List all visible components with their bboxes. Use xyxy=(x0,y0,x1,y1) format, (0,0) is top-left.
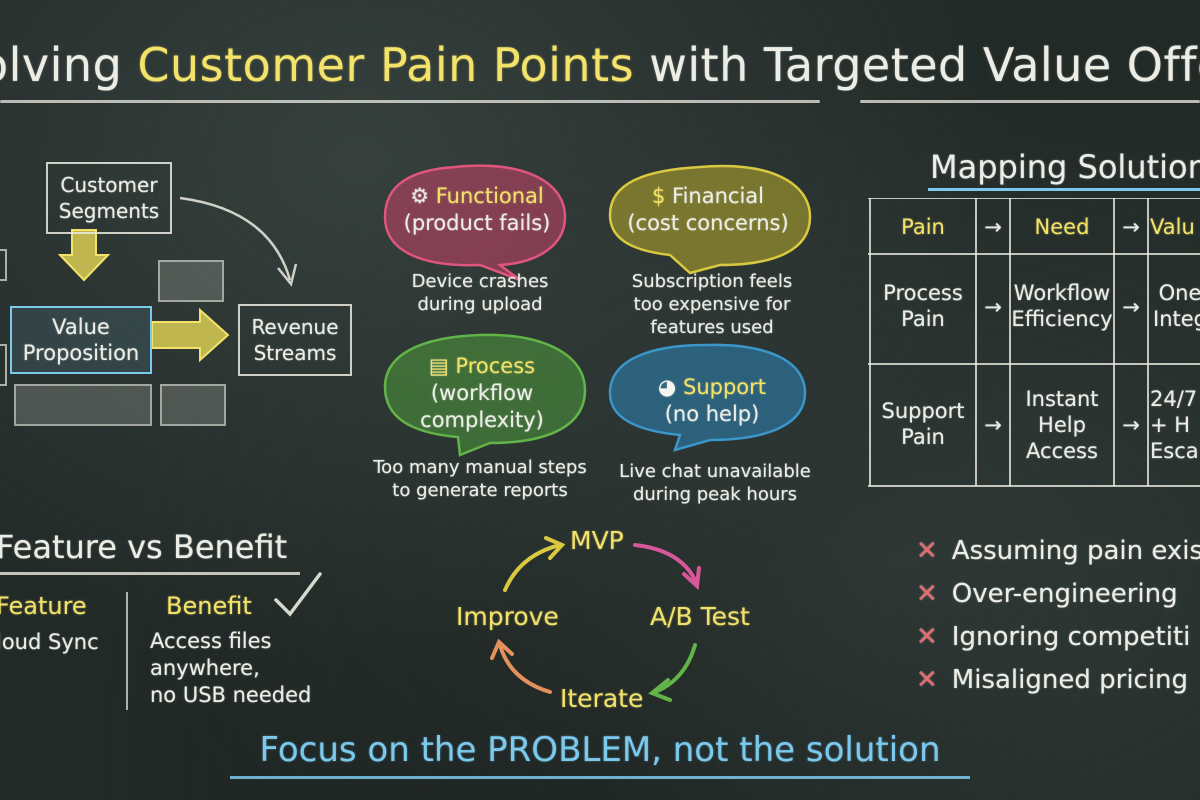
cycle-diagram xyxy=(490,536,701,702)
map-arrow-icon: → xyxy=(984,215,1002,239)
map-header-need: Need xyxy=(1034,215,1090,239)
feature-benefit-title: Feature vs Benefit xyxy=(0,528,288,566)
feature-header: Feature xyxy=(0,592,87,620)
map-header-value: Valu xyxy=(1150,215,1195,239)
cycle-step-iterate: Iterate xyxy=(560,684,644,713)
pain-financial-label: $ Financial(cost concerns) xyxy=(627,184,789,235)
cycle-arrow-ne xyxy=(633,543,697,582)
page-title: olving Customer Pain Points with Targete… xyxy=(0,38,1200,92)
chat-icon: ◕ xyxy=(657,375,677,399)
value-proposition-box: Value Proposition xyxy=(10,306,152,374)
list-item: ✕Misaligned pricing xyxy=(916,665,1189,695)
gear-icon: ⚙ xyxy=(410,184,430,208)
grey-block-2 xyxy=(14,384,152,426)
mistakes-list: ✕Assuming pain exis ✕Over-engineering ✕I… xyxy=(916,536,1200,695)
left-block-bottom xyxy=(0,344,7,386)
pain-process-label: ▤ Process(workflow complexity) xyxy=(420,354,544,432)
map-row1-need: Workflow Efficiency xyxy=(1011,281,1113,331)
map-row2-need: Instant Help Access xyxy=(1025,387,1099,463)
map-arrow-icon: → xyxy=(1122,413,1140,437)
cycle-arrow-se xyxy=(653,643,697,694)
bubble-financial xyxy=(608,164,812,275)
map-header-pain: Pain xyxy=(901,215,945,239)
pain-financial-caption: Subscription feels too expensive for fea… xyxy=(631,271,793,338)
canvas-diagram xyxy=(0,196,298,386)
right-arrow xyxy=(151,307,230,363)
x-mark-icon: ✕ xyxy=(916,622,938,652)
feature-benefit-divider xyxy=(126,592,128,710)
bubble-support xyxy=(608,343,807,452)
x-mark-icon: ✕ xyxy=(916,579,938,609)
mapping-title: Mapping Solution xyxy=(930,148,1200,186)
curved-arrow-head xyxy=(277,263,298,287)
left-block-top xyxy=(0,249,7,281)
curved-arrow xyxy=(179,196,292,281)
footer-underline xyxy=(230,776,970,779)
list-item: ✕Over-engineering xyxy=(916,579,1178,609)
title-underline-right xyxy=(860,100,1200,103)
grey-block-1 xyxy=(158,260,224,302)
pain-support-label: ◕ Support(no help) xyxy=(657,375,767,426)
dollar-icon: $ xyxy=(651,184,666,208)
map-row1-value: One Integ xyxy=(1153,281,1200,331)
pain-support-caption: Live chat unavailable during peak hours xyxy=(619,461,811,505)
list-item: ✕Assuming pain exis xyxy=(916,536,1200,566)
pain-process-caption: Too many manual steps to generate report… xyxy=(373,457,587,501)
map-arrow-icon: → xyxy=(984,413,1002,437)
customer-segments-box: Customer Segments xyxy=(46,162,172,234)
cycle-step-mvp: MVP xyxy=(570,526,624,555)
grey-block-3 xyxy=(160,384,226,426)
checkmark-icon xyxy=(274,572,322,617)
map-row2-pain: Support Pain xyxy=(881,399,965,449)
benefit-header: Benefit xyxy=(166,592,252,620)
down-arrow xyxy=(57,229,111,282)
cycle-arrow-nw xyxy=(503,543,562,592)
map-arrow-icon: → xyxy=(1122,295,1140,319)
cycle-step-improve: Improve xyxy=(456,602,559,631)
revenue-streams-box: Revenue Streams xyxy=(238,304,352,376)
map-row2-value: 24/7 + H Esca xyxy=(1150,387,1199,463)
list-item: ✕Ignoring competiti xyxy=(916,622,1191,652)
x-mark-icon: ✕ xyxy=(916,665,938,695)
cycle-arrow-sw xyxy=(498,643,552,694)
bubble-process xyxy=(383,333,587,457)
benefit-value: Access files anywhere, no USB needed xyxy=(150,629,312,707)
map-arrow-icon: → xyxy=(984,295,1002,319)
map-arrow-icon: → xyxy=(1122,215,1140,239)
mapping-table-grid xyxy=(868,198,1200,487)
mapping-title-underline xyxy=(928,188,1200,191)
map-row1-pain: Process Pain xyxy=(883,281,963,331)
feature-benefit-underline xyxy=(0,572,300,575)
bubble-functional xyxy=(383,164,567,282)
clipboard-icon: ▤ xyxy=(428,354,449,378)
pain-functional-label: ⚙ Functional(product fails) xyxy=(403,184,551,235)
footer-message: Focus on the PROBLEM, not the solution xyxy=(259,730,941,770)
pain-functional-caption: Device crashes during upload xyxy=(411,271,549,315)
cycle-step-ab-test: A/B Test xyxy=(650,602,750,631)
feature-value: loud Sync xyxy=(0,630,99,654)
x-mark-icon: ✕ xyxy=(916,536,938,566)
title-underline xyxy=(0,100,820,103)
bubbles-svg xyxy=(383,164,812,457)
